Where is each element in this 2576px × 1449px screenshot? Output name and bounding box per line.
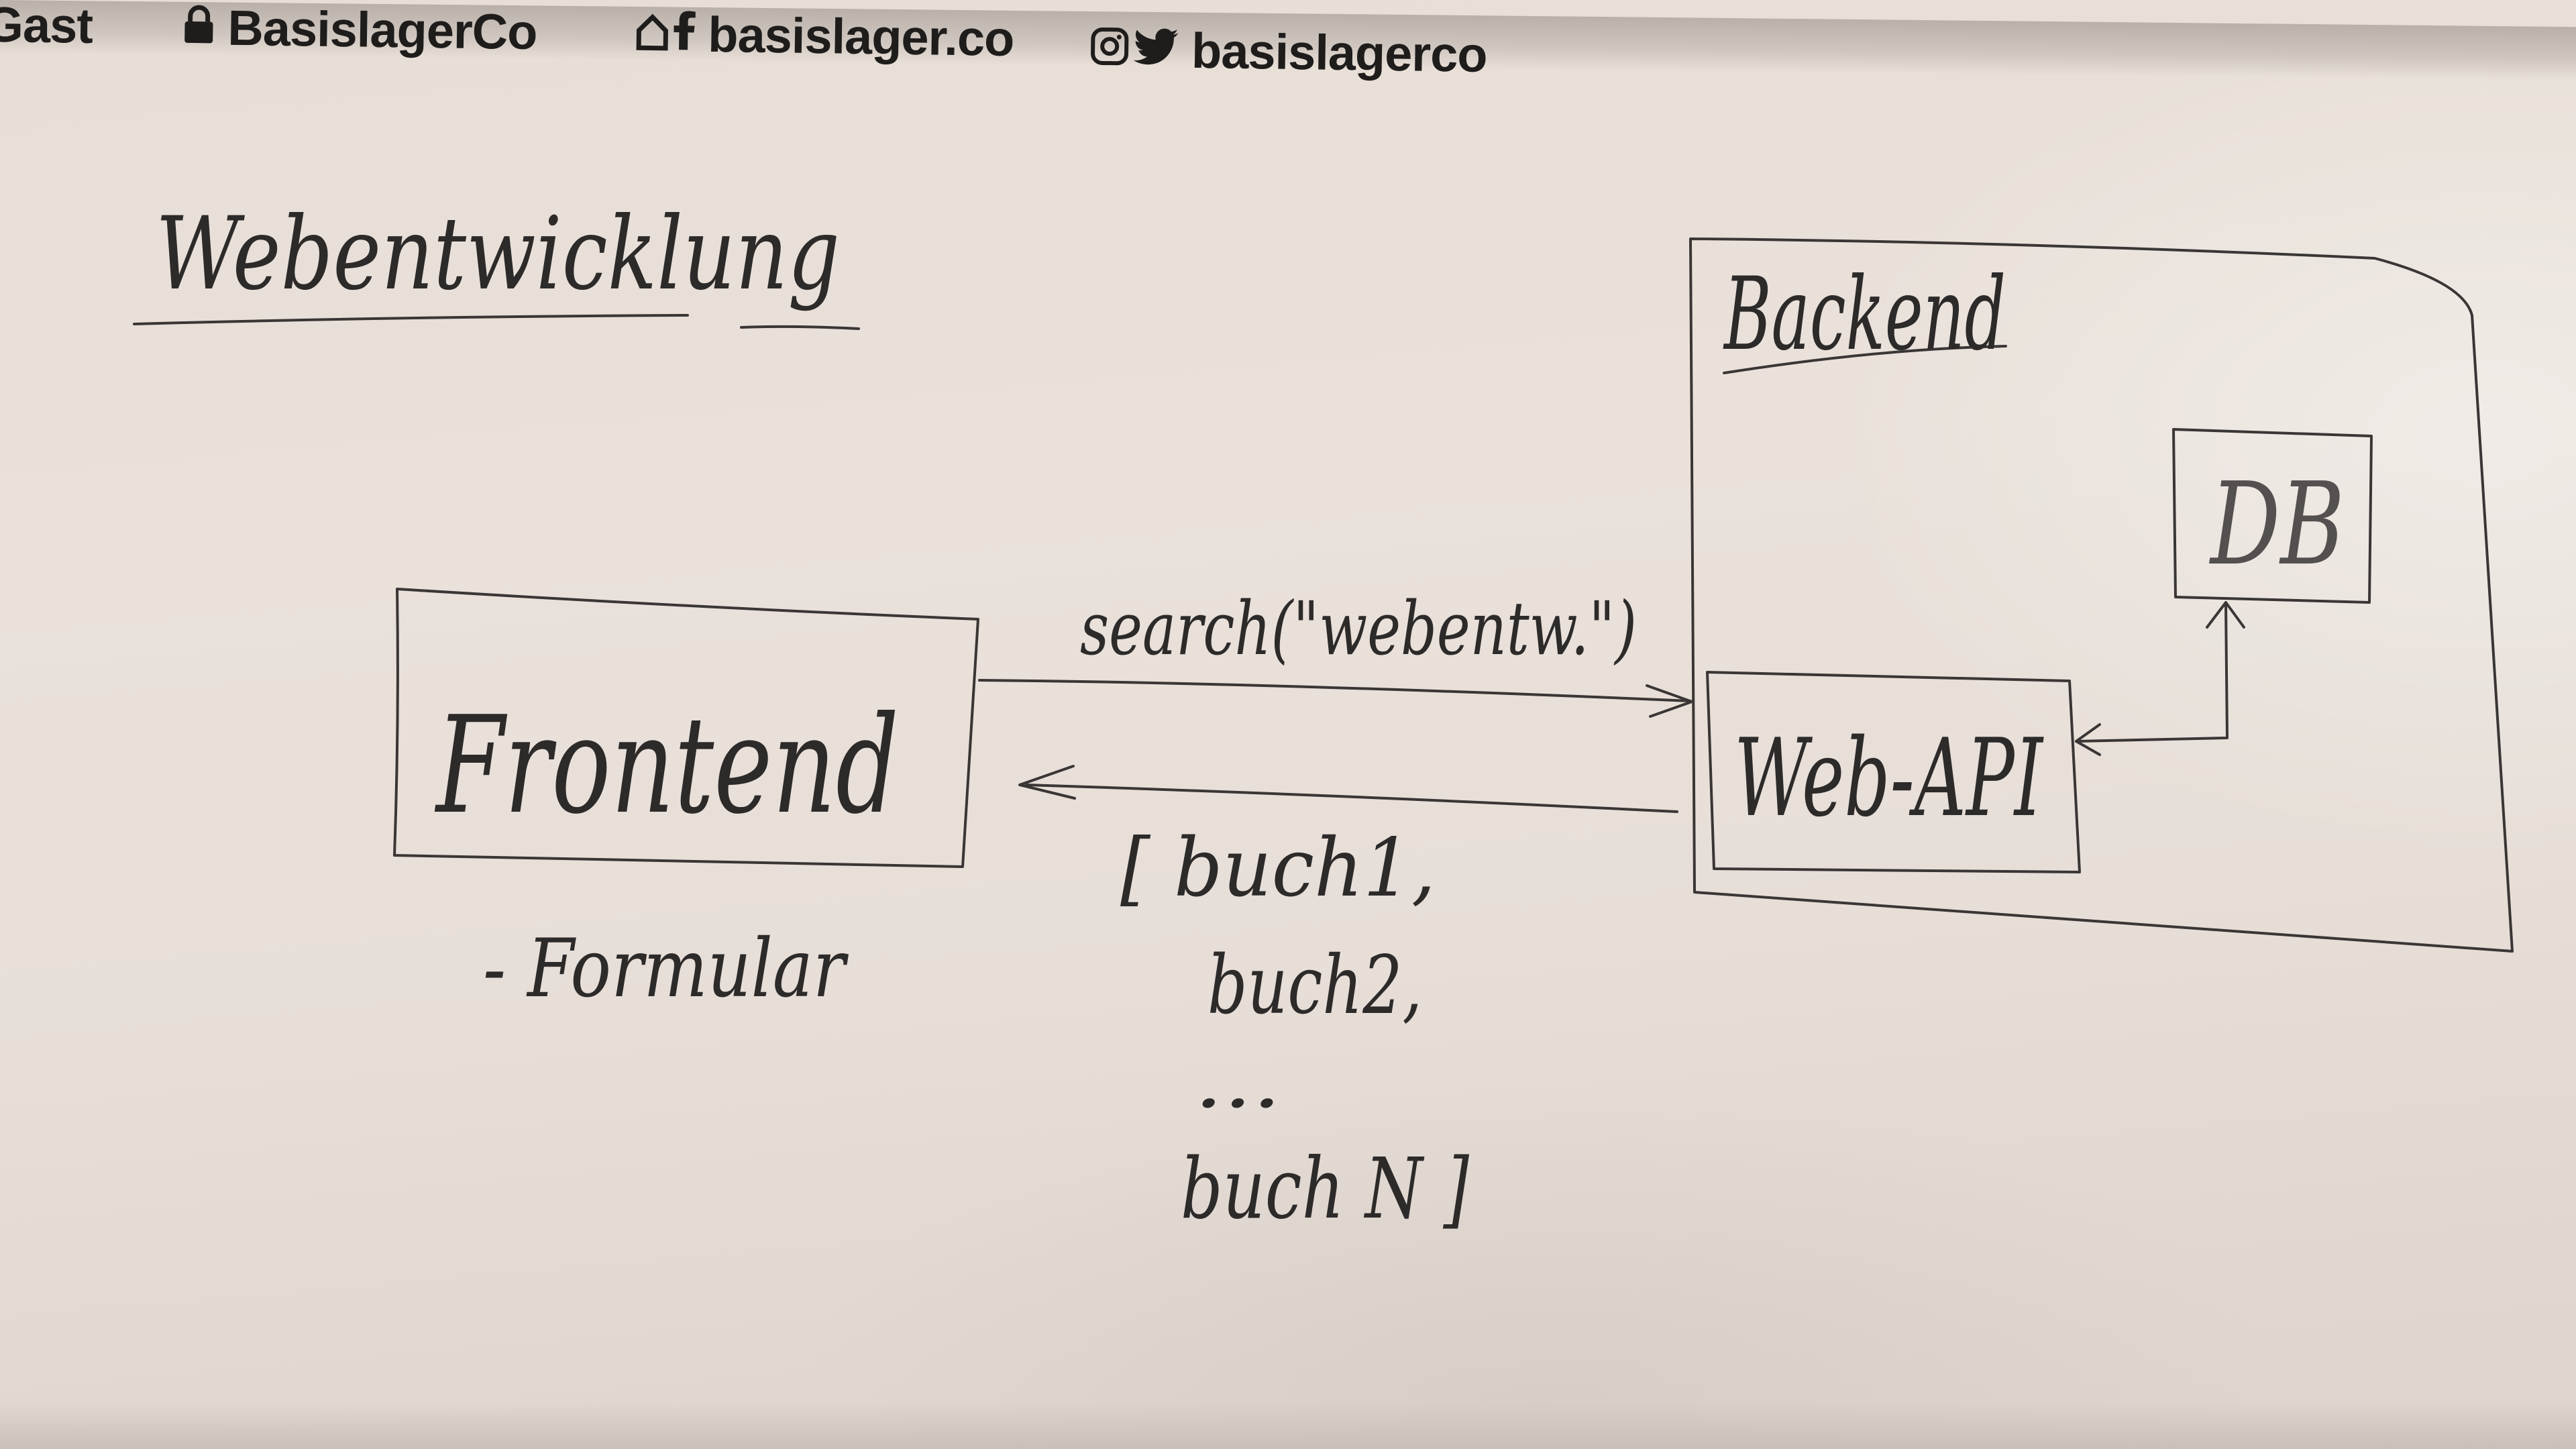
whiteboard-frame-bottom [0,1402,2576,1449]
heading-underline [133,314,689,325]
db-box [2172,428,2373,604]
response-arrowhead [1018,765,1076,800]
backend-box [1689,237,2514,953]
sticker-item-brand: BasislagerCo [182,0,537,60]
api-db-connector [2075,602,2229,743]
lock-icon [182,0,216,56]
request-label: search("webentw.") [1080,586,1637,672]
brand-sticker: Gast BasislagerCo basislager [0,0,1509,101]
response-arrow [1025,784,1678,813]
sticker-item-social: basislagerco [1089,21,1488,83]
response-line-3: ... [1194,1038,1281,1124]
backend-underline [1723,345,2007,374]
request-arrowhead [1646,684,1693,718]
request-arrow [978,679,1692,702]
sticker-item-website: basislager.co [635,5,1014,67]
frontend-note: - Formular [483,922,849,1016]
response-line-4: buch N ] [1181,1140,1469,1238]
web-api-box [1706,671,2081,873]
home-icon [635,5,669,62]
facebook-icon [673,5,696,62]
heading-text: Webentwicklung [156,196,840,313]
instagram-icon [1089,21,1130,78]
backend-label: Backend [1723,256,2006,373]
connector-arrowhead-api [2075,723,2101,756]
frontend-box [393,588,979,868]
response-line-1: [ buch1, [1120,822,1436,915]
twitter-icon [1133,21,1180,79]
frontend-label: Frontend [434,688,899,844]
connector-arrowhead-db [2206,601,2245,629]
heading-underline-tail [740,325,860,330]
response-line-2: buch2, [1208,939,1422,1032]
web-api-label: Web-API [1734,715,2044,841]
db-label: DB [2209,458,2345,591]
